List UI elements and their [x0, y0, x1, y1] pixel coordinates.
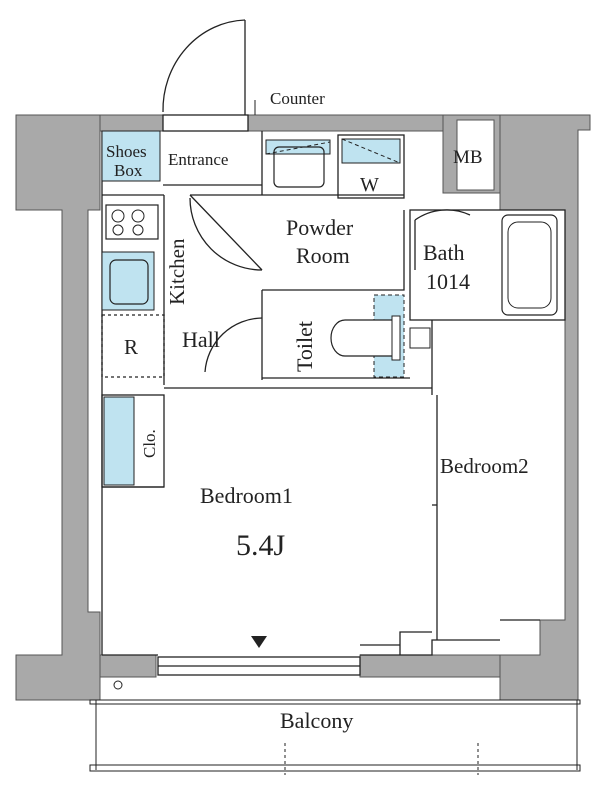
- fixtures: [89, 100, 581, 775]
- bath-area: [409, 209, 566, 321]
- burner-4: [132, 224, 144, 236]
- counter-label: Counter: [270, 89, 325, 108]
- counter-dash: [265, 141, 331, 155]
- bedroom1-size-label: 5.4J: [236, 529, 286, 562]
- balcony-label: Balcony: [280, 708, 353, 733]
- balcony-rail-top: [89, 699, 581, 705]
- toilet-bowl: [330, 319, 396, 357]
- labels: Counter Shoes Box Entrance MB W Powder R…: [106, 89, 529, 733]
- stove: [105, 204, 159, 240]
- drain-icon: [113, 680, 123, 690]
- powder-door-arc: [189, 197, 263, 271]
- shoes-box-label-2: Box: [114, 161, 143, 180]
- top-wall-mid: [247, 114, 444, 132]
- mb-label: MB: [453, 147, 483, 168]
- direction-arrow-icon: [251, 636, 267, 648]
- powder-bottom: [262, 210, 405, 291]
- closet-shelf: [103, 396, 135, 486]
- bath-size-label: 1014: [426, 269, 470, 294]
- burner-3: [112, 224, 124, 236]
- interior-boundary: [101, 131, 540, 656]
- closet-label: Clo.: [140, 429, 159, 458]
- washer-dash: [341, 138, 401, 164]
- doors: [162, 19, 471, 506]
- washbasin: [273, 146, 325, 188]
- entrance-floor: [162, 114, 249, 132]
- shoes-box: [101, 130, 161, 182]
- powder-room-label-2: Room: [296, 243, 350, 268]
- refrigerator-label: R: [124, 335, 138, 359]
- bath-label: Bath: [423, 240, 465, 265]
- bedroom2-label: Bedroom2: [440, 454, 529, 478]
- bathtub: [501, 214, 558, 316]
- walls: [15, 114, 591, 701]
- bottom-wall-left: [99, 654, 157, 678]
- shoes-box-label-1: Shoes: [106, 142, 147, 161]
- bedroom1-label: Bedroom1: [200, 483, 293, 508]
- interior-lines: [101, 114, 566, 676]
- washer-box: [337, 134, 405, 199]
- bath-door-arc: [414, 209, 471, 221]
- toilet-door-arc: [204, 317, 263, 373]
- toilet-label: Toilet: [292, 321, 317, 372]
- entrance-door-arc: [162, 19, 246, 113]
- right-wall: [499, 114, 591, 701]
- balcony-rail-bottom: [89, 764, 581, 772]
- kitchen-sink: [109, 259, 149, 305]
- powder-room-label-1: Powder: [286, 215, 354, 240]
- burner-1: [111, 209, 125, 223]
- hall-label: Hall: [182, 327, 220, 352]
- washer-label: W: [360, 174, 379, 196]
- sill: [360, 631, 432, 655]
- left-wall: [15, 114, 101, 701]
- entrance-label: Entrance: [168, 150, 228, 169]
- kitchen-label: Kitchen: [165, 238, 189, 305]
- bedroom2-divider: [431, 320, 438, 640]
- bathtub-inner: [507, 221, 552, 309]
- powder-door-leaf: [189, 194, 263, 271]
- top-wall-left: [99, 114, 164, 132]
- fridge-box: [101, 314, 165, 378]
- toilet-tank: [391, 315, 401, 361]
- burner-2: [131, 209, 145, 223]
- toilet-sink: [409, 327, 431, 349]
- bottom-wall-right: [359, 654, 501, 678]
